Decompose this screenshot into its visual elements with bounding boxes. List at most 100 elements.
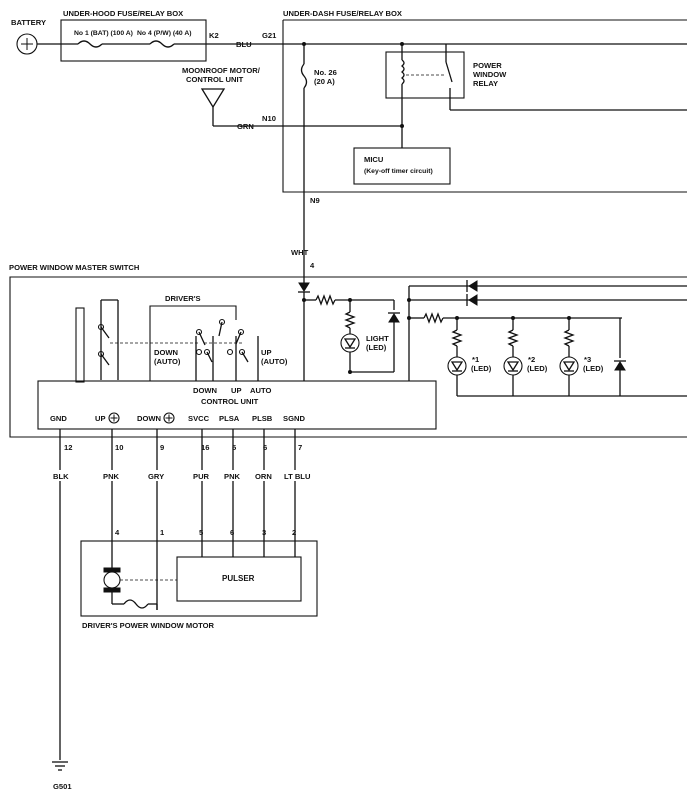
ground-symbol bbox=[52, 761, 68, 771]
motor-pin-1: 1 bbox=[160, 528, 165, 537]
led-row-diode bbox=[614, 361, 626, 371]
plus-icon bbox=[108, 412, 120, 424]
terminal-gnd: GND bbox=[50, 414, 67, 423]
drivers-down-label: DOWN bbox=[154, 348, 178, 357]
drivers-up-auto: (AUTO) bbox=[261, 357, 288, 366]
drivers-up-label: UP bbox=[261, 348, 272, 357]
grn-label: GRN bbox=[237, 122, 254, 131]
led-3-label: *3 bbox=[584, 355, 591, 364]
terminal-up: UP bbox=[95, 414, 106, 423]
wire-blk: BLK bbox=[53, 472, 69, 481]
pin-plsa: 5 bbox=[232, 443, 237, 452]
light-led bbox=[340, 333, 360, 353]
motor-assembly-box bbox=[80, 540, 318, 617]
led-2-label: *2 bbox=[528, 355, 535, 364]
led-1 bbox=[447, 316, 467, 396]
led-3 bbox=[559, 316, 579, 396]
pin-sgnd: 7 bbox=[298, 443, 302, 452]
pin-gnd: 12 bbox=[64, 443, 72, 452]
motor-pin-5: 5 bbox=[199, 528, 204, 537]
wire-orn: ORN bbox=[255, 472, 272, 481]
under-dash-box bbox=[282, 19, 687, 193]
moonroof-label-1: MOONROOF MOTOR/ bbox=[182, 66, 261, 75]
led-2 bbox=[503, 316, 523, 396]
blu-label: BLU bbox=[236, 40, 252, 49]
terminal-plsa: PLSA bbox=[219, 414, 240, 423]
wire-pnk-up: PNK bbox=[103, 472, 120, 481]
relay-label-3: RELAY bbox=[473, 79, 498, 88]
wire-lt-blu: LT BLU bbox=[284, 472, 311, 481]
pulser-label: PULSER bbox=[222, 574, 255, 583]
fuse-4-label: No 4 (P/W) (40 A) bbox=[137, 30, 192, 37]
pin-4-top: 4 bbox=[310, 261, 315, 270]
micu-box bbox=[353, 147, 451, 185]
wire-pnk-plsa: PNK bbox=[224, 472, 241, 481]
motor-pin-4: 4 bbox=[115, 528, 120, 537]
light-resistor bbox=[315, 294, 336, 306]
light-diode bbox=[388, 313, 400, 323]
drivers-switch-frame bbox=[149, 305, 237, 381]
fuse-26-label: No. 26 bbox=[314, 68, 337, 77]
terminal-sgnd: SGND bbox=[283, 414, 305, 423]
light-led-label: (LED) bbox=[366, 343, 387, 352]
terminal-svcc: SVCC bbox=[188, 414, 210, 423]
motor-symbol bbox=[103, 567, 158, 610]
fuse-1-label: No 1 (BAT) (100 A) bbox=[74, 30, 133, 37]
fuse-26 bbox=[300, 63, 308, 89]
n9-label: N9 bbox=[310, 196, 320, 205]
g21-label: G21 bbox=[262, 31, 277, 40]
n10-label: N10 bbox=[262, 114, 276, 123]
motor-pin-2: 2 bbox=[292, 528, 296, 537]
led-1-sublabel: (LED) bbox=[471, 364, 492, 373]
left-switch-body bbox=[75, 307, 85, 383]
led-3-sublabel: (LED) bbox=[583, 364, 604, 373]
moonroof-label-2: CONTROL UNIT bbox=[186, 75, 244, 84]
moonroof-symbol bbox=[200, 88, 226, 109]
cu-down-label: DOWN bbox=[193, 386, 217, 395]
pin-svcc: 16 bbox=[201, 443, 209, 452]
micu-sublabel: (Key-off timer circuit) bbox=[364, 168, 433, 175]
battery-label: BATTERY bbox=[11, 18, 46, 27]
motor-label: DRIVER'S POWER WINDOW MOTOR bbox=[82, 621, 215, 630]
relay-coil bbox=[400, 59, 405, 85]
pin-up: 10 bbox=[115, 443, 123, 452]
wire-gry: GRY bbox=[148, 472, 164, 481]
fuse-26-rating: (20 A) bbox=[314, 77, 335, 86]
pin-plsb: 6 bbox=[263, 443, 267, 452]
led-2-sublabel: (LED) bbox=[527, 364, 548, 373]
master-switch-box bbox=[9, 276, 687, 438]
light-led-resistor bbox=[344, 311, 356, 329]
pin-down: 9 bbox=[160, 443, 164, 452]
wht-label: WHT bbox=[291, 248, 309, 257]
drivers-down-auto: (AUTO) bbox=[154, 357, 181, 366]
drivers-label: DRIVER'S bbox=[165, 294, 201, 303]
wire-pur: PUR bbox=[193, 472, 210, 481]
pulser-box bbox=[176, 556, 302, 602]
diode-1 bbox=[468, 280, 478, 292]
relay-contact bbox=[445, 61, 453, 83]
diode-2 bbox=[468, 294, 478, 306]
light-label: LIGHT bbox=[366, 334, 389, 343]
drivers-switch bbox=[195, 318, 259, 381]
master-switch-label: POWER WINDOW MASTER SWITCH bbox=[9, 263, 139, 272]
micu-label: MICU bbox=[364, 155, 384, 164]
relay-label-1: POWER bbox=[473, 61, 502, 70]
power-window-relay bbox=[385, 51, 465, 99]
terminal-down: DOWN bbox=[137, 414, 161, 423]
under-hood-fuses bbox=[61, 40, 206, 48]
under-dash-box-label: UNDER-DASH FUSE/RELAY BOX bbox=[283, 9, 402, 18]
motor-pin-3: 3 bbox=[262, 528, 266, 537]
control-unit bbox=[37, 380, 437, 430]
plus-icon bbox=[163, 412, 175, 424]
input-diode bbox=[298, 282, 310, 292]
control-unit-label: CONTROL UNIT bbox=[201, 397, 259, 406]
under-hood-box bbox=[60, 19, 207, 62]
relay-label-2: WINDOW bbox=[473, 70, 507, 79]
k2-label: K2 bbox=[209, 31, 219, 40]
terminal-plsb: PLSB bbox=[252, 414, 273, 423]
cu-auto-label: AUTO bbox=[250, 386, 271, 395]
cu-up-label: UP bbox=[231, 386, 242, 395]
under-hood-box-label: UNDER-HOOD FUSE/RELAY BOX bbox=[63, 9, 183, 18]
battery bbox=[16, 33, 38, 55]
